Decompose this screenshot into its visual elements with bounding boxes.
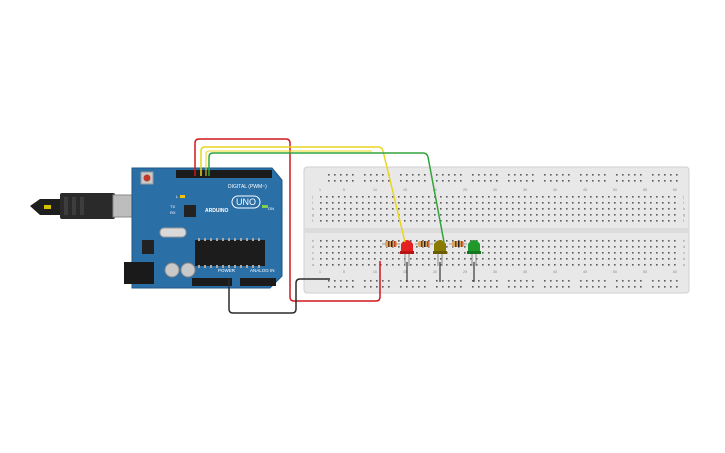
brand-label: ARDUINO [205,208,228,214]
column-number: 5 [343,188,345,192]
wire-red-5v[interactable] [194,138,381,302]
column-number: 15 [403,270,407,274]
resistor-2[interactable] [415,241,433,247]
led-green[interactable] [467,240,481,266]
resistor-3[interactable] [449,241,467,247]
column-number: 25 [463,270,467,274]
row-letter: d [312,245,314,249]
row-letter: c [683,251,685,255]
arduino-uno-board[interactable]: DIGITAL (PWM~) ARDUINO UNO POWER ANALOG … [124,167,283,289]
column-number: 60 [673,188,677,192]
analog-label: ANALOG IN [250,268,275,273]
column-number: 40 [553,270,557,274]
row-letter: b [683,257,685,261]
row-letter: c [312,251,314,255]
row-letter: f [683,219,684,223]
on-led [262,205,268,208]
power-label: POWER [218,268,236,273]
column-number: 10 [373,270,377,274]
column-number: 35 [523,188,527,192]
led-yellow[interactable] [433,240,447,266]
column-number: 1 [319,188,321,192]
row-letter: f [312,219,313,223]
capacitor-1 [164,262,180,278]
column-number: 60 [673,270,677,274]
column-number: 50 [613,188,617,192]
row-letter: j [311,195,313,199]
breadboard-holes[interactable] [320,174,678,288]
led-red[interactable] [400,240,414,266]
usb-chip [184,205,196,217]
row-letter: b [312,257,314,261]
column-number: 40 [553,188,557,192]
tx-label: TX [170,204,175,209]
digital-label: DIGITAL (PWM~) [228,184,267,190]
column-number: 55 [643,270,647,274]
row-letter: i [683,201,684,205]
crystal [159,227,187,238]
l-label: L [176,194,179,199]
row-letter: a [312,263,314,267]
row-letter: i [312,201,313,205]
column-number: 5 [343,270,345,274]
column-number: 45 [583,188,587,192]
wire-yellow-d12[interactable] [200,146,406,243]
row-letter: g [312,213,314,217]
atmega-chip [195,240,265,266]
column-number: 25 [463,188,467,192]
row-letter: h [683,207,685,211]
wire-green-d10[interactable] [208,152,445,243]
usb-cable[interactable] [30,193,136,219]
row-letter: e [683,239,685,243]
column-number: 50 [613,270,617,274]
on-label: ON [268,206,274,211]
column-number: 45 [583,270,587,274]
analog-header[interactable] [240,278,276,286]
power-header[interactable] [192,278,232,286]
row-letter: d [683,245,685,249]
column-number: 30 [493,188,497,192]
rx-label: RX [170,210,176,215]
wire-black-gnd[interactable] [228,278,330,314]
column-number: 35 [523,270,527,274]
row-letter: e [312,239,314,243]
row-letter: g [683,213,685,217]
column-number: 15 [403,188,407,192]
column-number: 10 [373,188,377,192]
breadboard[interactable]: 1155101015152020252530303535404045455050… [303,166,690,294]
digital-header[interactable] [176,170,272,178]
wire-yellow-d11[interactable] [205,150,372,176]
column-number: 20 [433,270,437,274]
power-jack[interactable] [124,262,154,284]
row-letter: h [312,207,314,211]
column-number: 1 [319,270,321,274]
row-letter: a [683,263,685,267]
column-number: 30 [493,270,497,274]
regulator [142,240,154,254]
l-led [180,195,185,198]
column-number: 55 [643,188,647,192]
capacitor-2 [180,262,196,278]
row-letter: j [682,195,684,199]
uno-label: UNO [236,197,256,207]
resistor-1[interactable] [382,241,400,247]
